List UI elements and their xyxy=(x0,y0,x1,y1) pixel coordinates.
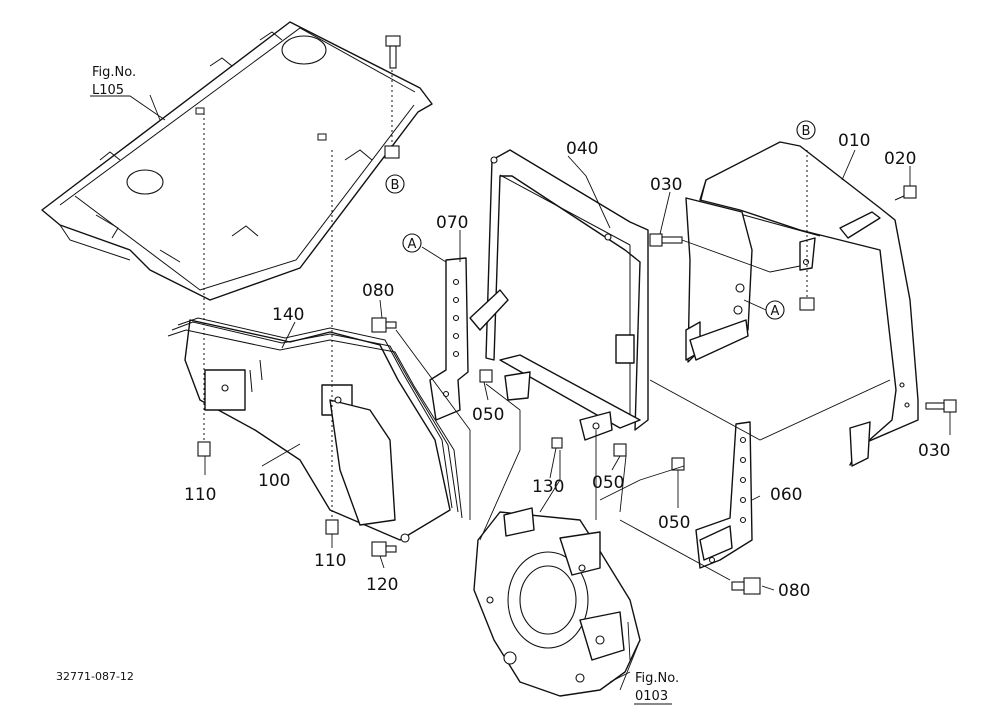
label-050-c: 050 xyxy=(658,513,690,533)
label-140: 140 xyxy=(272,305,304,325)
bolt-120 xyxy=(371,541,397,557)
document-id: 32771-087-12 xyxy=(56,670,134,683)
label-110-left: 110 xyxy=(184,485,216,505)
nut-130 xyxy=(551,437,563,449)
assembly-lines xyxy=(149,70,891,691)
bolt-030-upper xyxy=(649,233,683,247)
svg-text:B: B xyxy=(802,124,811,139)
svg-text:Fig.No.: Fig.No. xyxy=(92,65,136,80)
label-030-lower: 030 xyxy=(918,441,950,461)
bolt-top-nut xyxy=(384,35,401,159)
label-120: 120 xyxy=(366,575,398,595)
svg-text:A: A xyxy=(771,304,780,319)
label-070: 070 xyxy=(436,213,468,233)
svg-text:Fig.No.: Fig.No. xyxy=(635,671,679,686)
marker-b-top: B xyxy=(796,120,816,140)
label-100: 100 xyxy=(258,471,290,491)
svg-text:L105: L105 xyxy=(92,83,124,98)
figure-ref-bottom: Fig.No. 0103 xyxy=(634,671,679,705)
bolt-020 xyxy=(894,185,917,201)
stay-060-drawing xyxy=(695,421,753,569)
bolt-030-lower xyxy=(925,399,957,413)
svg-text:0103: 0103 xyxy=(635,689,668,704)
bolt-080-right xyxy=(731,577,761,595)
floor-plate-drawing xyxy=(41,21,433,301)
stay-070-drawing xyxy=(429,257,531,421)
label-050-b: 050 xyxy=(592,473,624,493)
figure-ref-top: Fig.No. L105 xyxy=(92,65,136,98)
label-040: 040 xyxy=(566,139,598,159)
marker-a-right: A xyxy=(765,300,785,320)
cover-010-drawing xyxy=(685,141,919,467)
label-030-upper: 030 xyxy=(650,175,682,195)
label-080-right: 080 xyxy=(778,581,810,601)
label-010: 010 xyxy=(838,131,870,151)
label-050-a: 050 xyxy=(472,405,504,425)
flywheel-housing-drawing xyxy=(473,507,641,697)
svg-text:A: A xyxy=(408,237,417,252)
label-110-lower: 110 xyxy=(314,551,346,571)
marker-b-left: B xyxy=(385,174,405,194)
bracket-panel-drawing xyxy=(167,317,463,543)
label-020: 020 xyxy=(884,149,916,169)
nut-b-right xyxy=(799,297,815,311)
leader-lines xyxy=(90,95,951,683)
label-060: 060 xyxy=(770,485,802,505)
marker-a-left: A xyxy=(402,233,422,253)
bolt-080-left xyxy=(371,317,397,333)
label-130: 130 xyxy=(532,477,564,497)
svg-text:B: B xyxy=(391,178,400,193)
label-080-left: 080 xyxy=(362,281,394,301)
bolt-110-set xyxy=(197,441,339,535)
frame-040-drawing xyxy=(485,149,649,441)
